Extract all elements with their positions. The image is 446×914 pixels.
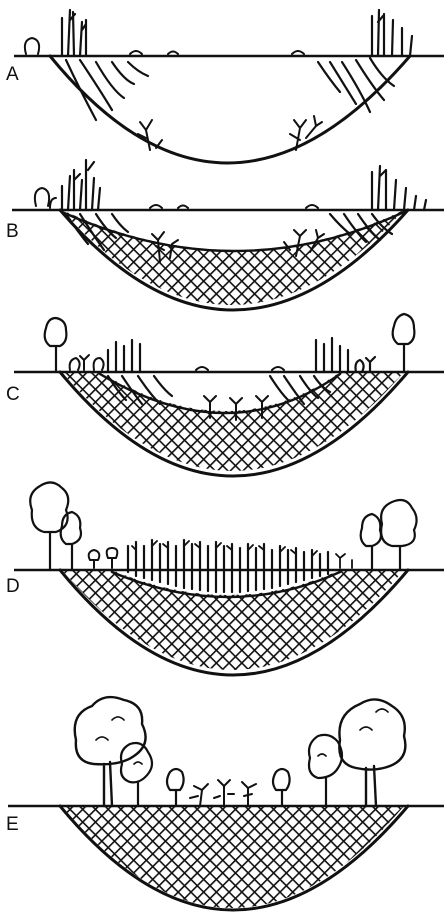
reed-stems-icon [372, 10, 412, 56]
herb-icon [190, 784, 208, 806]
floating-mat [150, 205, 318, 208]
panel-c: C [6, 314, 444, 476]
stage-label-a: A [6, 64, 19, 85]
shrub-icon [35, 188, 56, 208]
herb-icon [242, 782, 256, 806]
herb-icon [70, 355, 104, 370]
stage-label-d: D [6, 576, 20, 597]
floating-mat [196, 367, 284, 370]
panel-a: A [6, 10, 444, 163]
stage-label-e: E [6, 814, 19, 835]
shrub-icon [89, 548, 118, 568]
panel-e: E [6, 697, 444, 910]
tree-icon [61, 512, 81, 570]
sediment-fill [62, 806, 404, 908]
tree-icon [309, 735, 342, 806]
tree-icon [75, 697, 146, 806]
tree-icon [393, 314, 415, 372]
panel-b: B [6, 160, 444, 310]
tree-icon [381, 500, 416, 570]
reed-stems-icon [316, 338, 375, 372]
reed-stems-icon [372, 166, 426, 210]
tree-icon [339, 699, 405, 806]
shrub-icon [167, 769, 184, 806]
herb-icon [214, 780, 234, 806]
floating-mat [130, 51, 304, 54]
tree-icon [361, 514, 381, 570]
shrub-icon [25, 38, 39, 54]
bottom-plant-icon [138, 120, 162, 150]
panel-d: D [6, 482, 444, 675]
submerged-plants-icon [66, 60, 148, 120]
shrub-icon [273, 769, 290, 806]
basin-outline [50, 56, 410, 163]
stage-label-b: B [6, 221, 19, 242]
bottom-plant-icon [290, 116, 322, 150]
reed-stems-icon [62, 160, 100, 210]
reed-stems-icon [62, 10, 86, 56]
tree-icon [45, 318, 67, 372]
tree-icon [121, 743, 152, 806]
reed-stems-icon [108, 340, 140, 372]
stage-label-c: C [6, 384, 20, 405]
